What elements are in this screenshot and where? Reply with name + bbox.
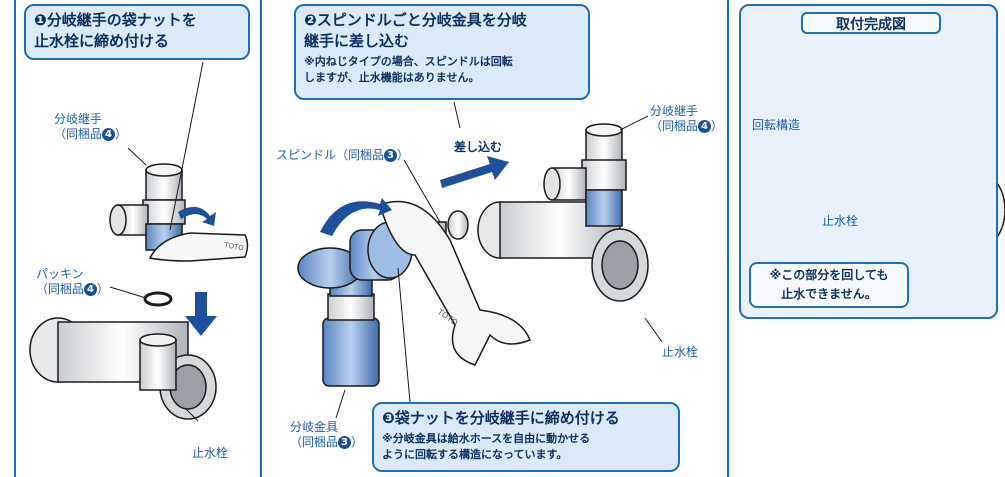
panel-stop-valve-label: 止水栓 xyxy=(822,214,859,228)
spindle-badge: 3 xyxy=(384,149,398,162)
step3-note: ※分岐金具は給水ホースを自由に動かせる ように回転する構造になっています。 xyxy=(382,432,591,461)
wrench-left-drawing xyxy=(148,232,249,262)
stop-valve-left-drawing xyxy=(29,317,217,420)
branch-joint-right-badge: 4 xyxy=(698,120,712,133)
branch-fitting-drawing xyxy=(297,221,413,387)
packing-text: パッキン （同梱品 xyxy=(36,267,85,296)
toto-mark-left: TOTO xyxy=(223,241,245,253)
wrench-middle-drawing xyxy=(379,200,531,366)
leader-lines-left xyxy=(109,61,204,422)
insert-arrow-icon xyxy=(440,156,509,188)
step3-number: ❸ xyxy=(382,409,395,427)
spindle-text: スピンドル（同梱品 xyxy=(276,148,385,162)
down-arrow-icon xyxy=(185,292,217,336)
divider-line-2 xyxy=(727,0,729,477)
left-border-line xyxy=(14,0,16,477)
rotate-arrow-middle-icon xyxy=(320,198,392,236)
branch-joint-left-drawing xyxy=(109,163,186,251)
step3-text: 袋ナットを分岐継手に締め付ける xyxy=(394,409,620,427)
branch-fitting-close: ） xyxy=(351,435,364,449)
step2-number: ❷ xyxy=(304,11,317,29)
step2-note: ※内ねじタイプの場合、スピンドルは回転 しますが、止水機能はありません。 xyxy=(304,55,513,84)
step3-callout: ❸袋ナットを分岐継手に締め付ける ※分岐金具は給水ホースを自由に動かせる ように… xyxy=(372,402,680,472)
stop-valve-left-label: 止水栓 xyxy=(192,446,229,460)
step1-text: 分岐継手の袋ナットを 止水栓に締め付ける xyxy=(34,11,197,50)
stop-valve-right-label: 止水栓 xyxy=(662,345,699,359)
spindle-close: ） xyxy=(397,148,410,162)
step1-callout: ❶分岐継手の袋ナットを 止水栓に締め付ける xyxy=(24,4,250,60)
rotating-structure-label: 回転構造 xyxy=(752,118,801,132)
rotate-arrow-left-icon xyxy=(178,206,216,226)
packing-badge: 4 xyxy=(84,283,98,296)
branch-fitting-text: 分岐金具 （同梱品 xyxy=(290,420,339,449)
branch-joint-left-badge: 4 xyxy=(102,128,116,141)
insert-label: 差し込む xyxy=(454,140,503,154)
packing-close: ） xyxy=(97,282,110,296)
step2-callout: ❷スピンドルごと分岐金具を分岐 継手に差し込む ※内ねじタイプの場合、スピンドル… xyxy=(294,4,590,100)
panel-warning: ※この部分を回しても 止水できません。 xyxy=(749,262,909,308)
packing-drawing xyxy=(143,291,173,307)
divider-line-1 xyxy=(260,0,262,477)
branch-joint-right-text: 分岐継手 （同梱品 xyxy=(650,104,699,133)
branch-joint-left-text: 分岐継手 （同梱品 xyxy=(54,112,103,141)
branch-joint-right-drawing xyxy=(543,123,627,227)
branch-joint-right-close: ） xyxy=(711,119,724,133)
leader-lines-middle xyxy=(335,101,663,419)
step2-text: スピンドルごと分岐金具を分岐 継手に差し込む xyxy=(304,11,527,50)
branch-joint-left-close: ） xyxy=(115,127,128,141)
branch-fitting-badge: 3 xyxy=(338,436,352,449)
step1-number: ❶ xyxy=(34,11,47,29)
completion-panel-title: 取付完成図 xyxy=(801,12,941,34)
